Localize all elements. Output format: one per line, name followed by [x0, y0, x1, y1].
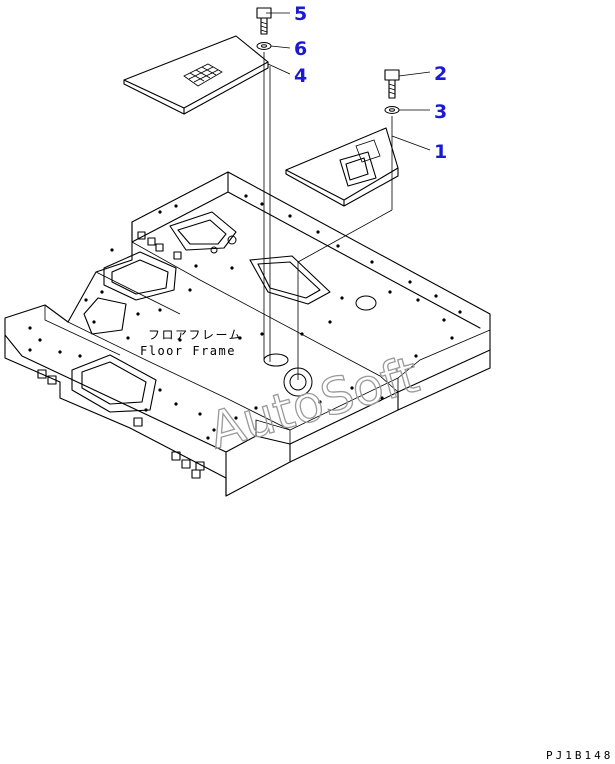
- cover-plate-4: [123, 35, 269, 115]
- floor-frame: [4, 171, 491, 497]
- diagram-code: PJ1B148: [546, 749, 613, 762]
- callout-2: 2: [434, 63, 447, 85]
- bolt-2: [384, 69, 400, 99]
- callout-numbers: 1 2 3 4 5 6: [294, 3, 447, 163]
- bolt-5: [256, 7, 272, 35]
- frame-label-english: Floor Frame: [140, 344, 236, 358]
- cover-plate-1: [285, 127, 399, 207]
- side-studs: [37, 231, 205, 479]
- washer-3: [384, 106, 400, 114]
- leader-lines: [266, 12, 431, 151]
- callout-6: 6: [294, 38, 307, 60]
- washer-6: [256, 42, 272, 50]
- callout-3: 3: [434, 101, 447, 123]
- callout-4: 4: [294, 65, 307, 87]
- callout-5: 5: [294, 3, 307, 25]
- callout-1: 1: [434, 141, 447, 163]
- frame-label-japanese: フロアフレーム: [148, 328, 242, 342]
- assembly-lines: [263, 52, 393, 380]
- watermark: AutoSoft: [203, 345, 425, 460]
